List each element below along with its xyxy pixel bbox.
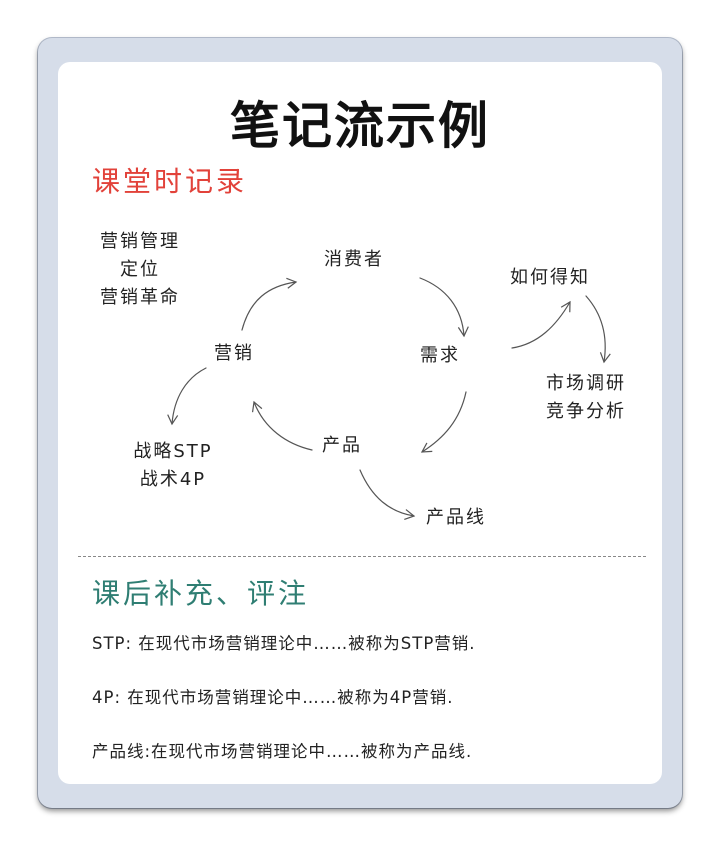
strategy-item: 战略STP <box>133 441 213 462</box>
strategy-item: 战术4P <box>139 469 207 490</box>
topic-item: 营销革命 <box>100 287 180 308</box>
node-demand: 需求 <box>420 345 460 366</box>
arrow-demand-to-product <box>420 391 467 453</box>
topic-item: 营销管理 <box>100 231 180 252</box>
arrow-product-to-line <box>359 469 416 521</box>
note-stp: STP: 在现代市场营销理论中……被称为STP营销. <box>92 634 476 653</box>
topic-item: 定位 <box>120 259 160 280</box>
node-how-to-know: 如何得知 <box>510 267 590 288</box>
page-title: 笔记流示例 <box>230 97 490 155</box>
arrow-how-to-research <box>585 295 611 364</box>
arrow-consumer-to-demand <box>419 277 469 338</box>
after-class-heading: 课后补充、评注 <box>92 577 310 610</box>
node-strategy: 战略STP 战术4P <box>118 438 228 494</box>
node-product: 产品 <box>322 435 362 456</box>
section-divider <box>78 556 646 557</box>
node-marketing: 营销 <box>214 343 254 364</box>
research-item: 竞争分析 <box>546 401 626 422</box>
note-4p: 4P: 在现代市场营销理论中……被称为4P营销. <box>92 688 454 707</box>
note-product-line: 产品线:在现代市场营销理论中……被称为产品线. <box>92 742 473 761</box>
topics-block: 营销管理 定位 营销革命 <box>92 228 188 312</box>
node-research: 市场调研 竞争分析 <box>536 370 636 426</box>
arrow-marketing-to-strategy <box>167 367 207 426</box>
note-card <box>58 62 662 784</box>
arrow-product-to-marketing <box>251 400 313 451</box>
node-consumer: 消费者 <box>324 249 384 270</box>
arrow-marketing-to-consumer <box>241 277 298 331</box>
research-item: 市场调研 <box>546 373 626 394</box>
node-product-line: 产品线 <box>426 507 486 528</box>
arrow-demand-to-how <box>511 300 571 349</box>
class-notes-heading: 课堂时记录 <box>92 165 248 198</box>
